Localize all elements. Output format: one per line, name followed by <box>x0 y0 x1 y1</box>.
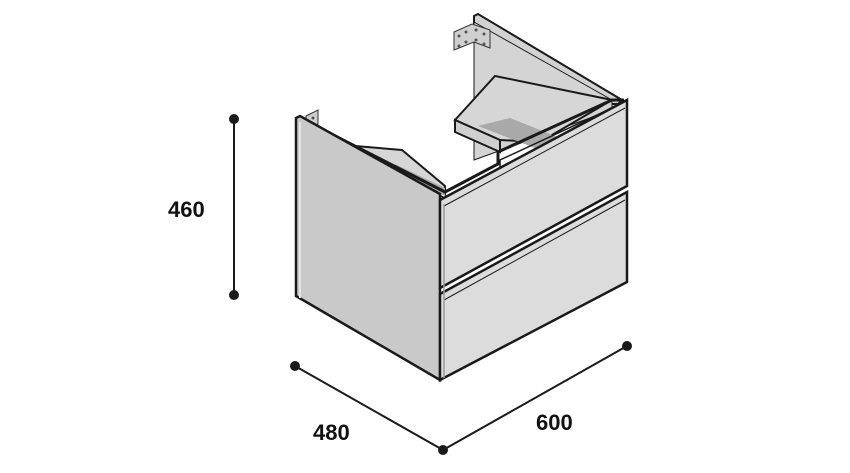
drawer-bottom-front <box>438 189 629 383</box>
drawer-top-lip <box>443 107 626 207</box>
height-dimension <box>229 114 239 300</box>
drawer-top-front <box>438 97 629 291</box>
drawer-bottom-lip <box>443 199 626 301</box>
height-label: 460 <box>168 197 205 222</box>
wall-bracket-right-icon <box>453 23 491 51</box>
depth-label: 480 <box>313 420 350 445</box>
top-rail <box>299 98 624 194</box>
width-label: 600 <box>536 410 573 435</box>
width-dimension <box>442 341 632 451</box>
left-side-panel <box>294 114 442 383</box>
